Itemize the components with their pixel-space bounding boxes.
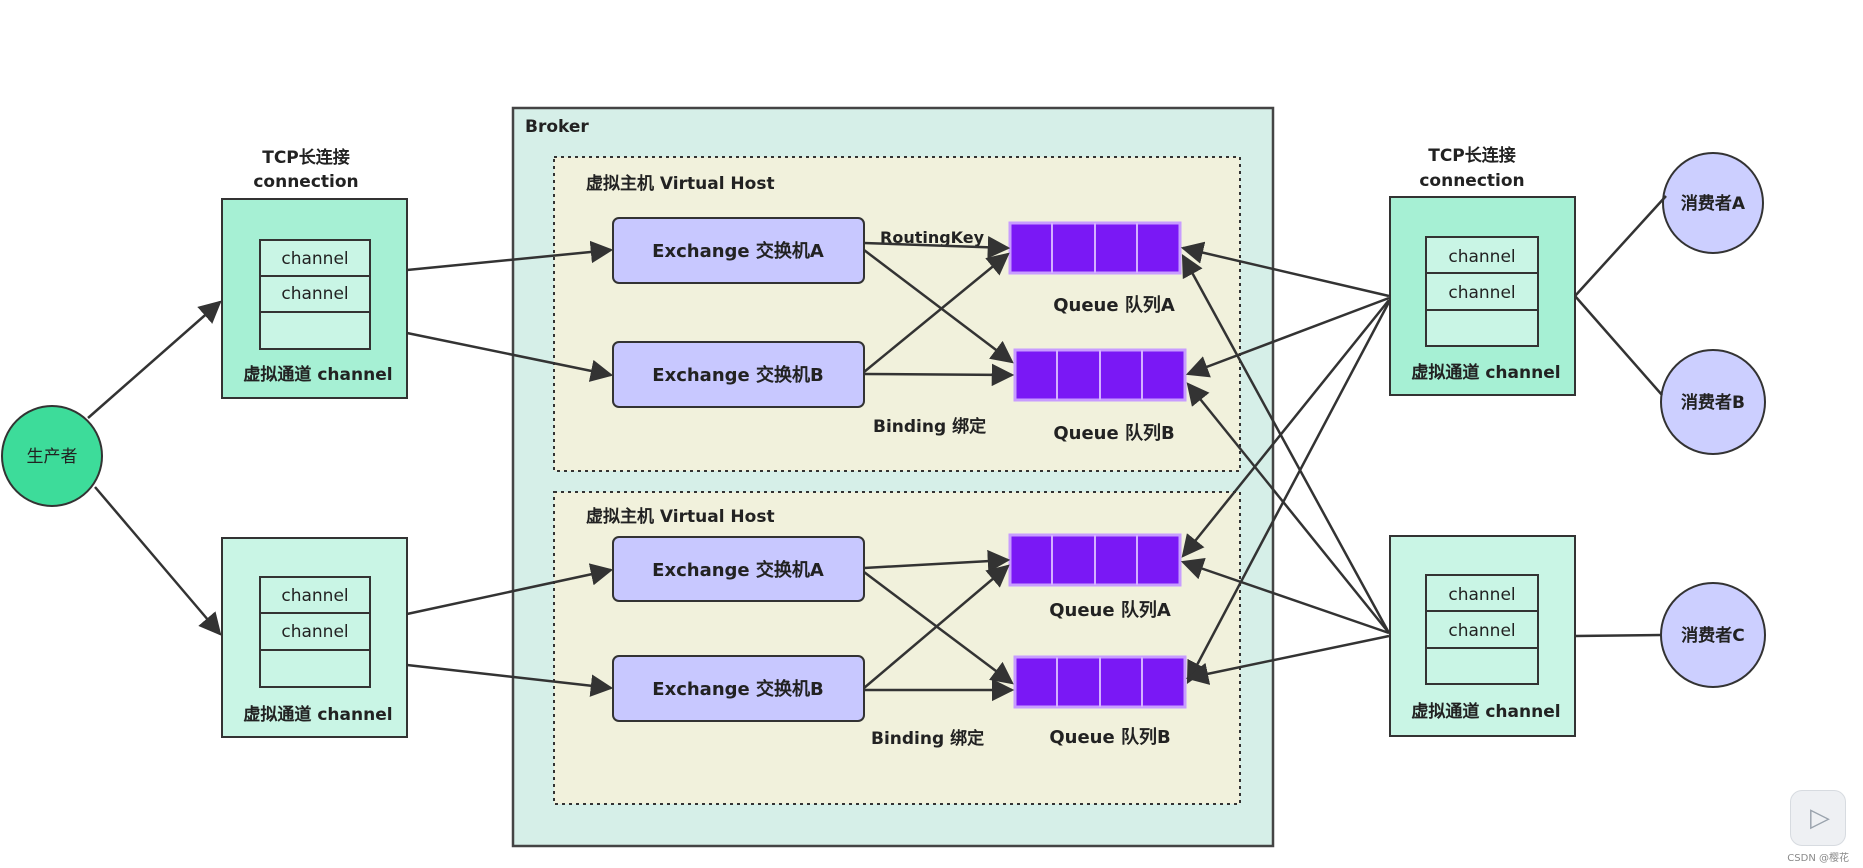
binding-arrow [863, 363, 1015, 387]
consumer-c-label: 消费者C [1681, 625, 1744, 646]
consume-arrow [1180, 557, 1390, 635]
queue-b-box-1 [1013, 348, 1187, 402]
binding-arrow [863, 564, 1010, 689]
consumer-b-node [1660, 349, 1766, 455]
consumer-b-label: 消费者B [1681, 392, 1745, 413]
channel-label: channel [281, 586, 348, 606]
channel-label: channel [1448, 283, 1515, 303]
queue-a-box-1 [1008, 221, 1182, 275]
consume-arrow [1181, 299, 1390, 558]
consumer-link [1574, 295, 1663, 396]
queue-a-box-2 [1008, 533, 1182, 587]
consume-arrow [1186, 382, 1390, 634]
channel-footer-left-top: 虚拟通道 channel [243, 364, 392, 385]
publish-arrow [406, 331, 614, 382]
binding-arrow [863, 549, 1011, 573]
queue-b-label-1: Queue 队列B [1053, 422, 1174, 444]
consume-arrow [1186, 301, 1391, 684]
consume-arrow [1185, 634, 1390, 685]
conn-title-line1-right: TCP长连接 [1428, 145, 1516, 166]
queue-a-label-1: Queue 队列A [1053, 294, 1175, 316]
consume-arrow [1180, 241, 1390, 298]
channel-footer-left-bottom: 虚拟通道 channel [243, 704, 392, 725]
binding-arrow [863, 236, 1011, 259]
binding-arrow [863, 249, 1014, 364]
producer-arrow [94, 486, 222, 636]
consumer-a-node [1662, 152, 1764, 254]
channel-stack-right-bottom [1425, 574, 1539, 685]
binding-arrow [863, 252, 1010, 373]
producer-arrow [87, 300, 222, 419]
channel-label: channel [1448, 247, 1515, 267]
consumer-link [1574, 633, 1662, 638]
queue-b-box-2 [1013, 655, 1187, 709]
exchange-b-label-2: Exchange 交换机B [652, 678, 823, 700]
queue-b-label-2: Queue 队列B [1049, 726, 1170, 748]
play-icon[interactable]: ▷ [1790, 790, 1846, 846]
binding-label-2: Binding 绑定 [871, 728, 984, 749]
binding-arrow [863, 571, 1014, 685]
channel-label: channel [1448, 621, 1515, 641]
broker-label: Broker [525, 117, 589, 137]
channel-footer-right-top: 虚拟通道 channel [1411, 362, 1560, 383]
connection-box-left-bottom [221, 537, 408, 738]
exchange-b-label-1: Exchange 交换机B [652, 364, 823, 386]
channel-label: channel [281, 284, 348, 304]
conn-title-line2-right: connection [1419, 171, 1524, 191]
consume-arrow [1181, 254, 1391, 634]
producer-label: 生产者 [27, 447, 78, 467]
conn-title-line2-left: connection [253, 172, 358, 192]
producer-node [1, 405, 103, 507]
conn-title-line1-left: TCP长连接 [262, 147, 350, 168]
channel-footer-right-bottom: 虚拟通道 channel [1411, 701, 1560, 722]
consume-arrow [1185, 296, 1390, 378]
channel-stack-left-bottom [259, 576, 371, 688]
channel-label: channel [281, 622, 348, 642]
exchange-a-label-1: Exchange 交换机A [652, 240, 824, 262]
vhost-box-1 [553, 156, 1241, 472]
queue-a-label-2: Queue 队列A [1049, 599, 1171, 621]
publish-arrow [406, 563, 614, 616]
binding-label-1: Binding 绑定 [873, 416, 986, 437]
publish-arrow [406, 663, 614, 697]
channel-label: channel [1448, 585, 1515, 605]
channel-label: channel [281, 249, 348, 269]
consumer-a-label: 消费者A [1681, 193, 1746, 214]
publish-arrow [406, 240, 614, 272]
exchange-a-label-2: Exchange 交换机A [652, 559, 824, 581]
routing-key-label: RoutingKey [880, 228, 985, 247]
watermark-text: CSDN @樱花 [1787, 853, 1849, 864]
consumer-link [1574, 195, 1667, 297]
vhost-label-2: 虚拟主机 Virtual Host [586, 506, 775, 527]
channel-stack-right-top [1425, 236, 1539, 347]
vhost-label-1: 虚拟主机 Virtual Host [586, 173, 775, 194]
channel-stack-left-top [259, 239, 371, 350]
